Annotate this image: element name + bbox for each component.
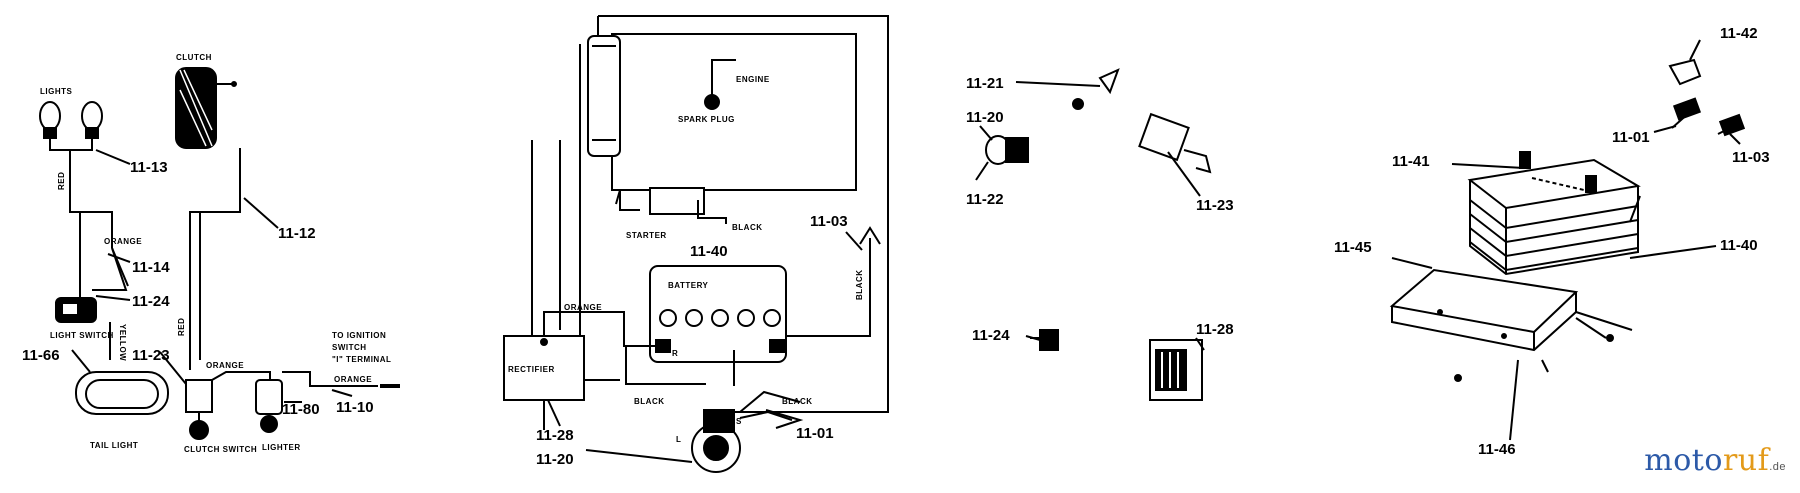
- callout-11-20-a: 11-20: [536, 451, 574, 468]
- callout-11-42: 11-42: [1720, 25, 1758, 42]
- lighter: [255, 379, 283, 433]
- label-to-ignition-1: TO IGNITION: [332, 331, 386, 340]
- engine-block: [587, 33, 857, 215]
- label-rectifier: RECTIFIER: [508, 365, 555, 374]
- label-letter-r: R: [672, 349, 678, 358]
- label-lights: LIGHTS: [40, 87, 72, 96]
- label-to-ignition-2: SWITCH: [332, 343, 367, 352]
- label-letter-l: L: [676, 435, 681, 444]
- label-orange-4: ORANGE: [564, 303, 602, 312]
- clutch-pulley: [175, 67, 237, 149]
- rectifier: [503, 335, 585, 401]
- callout-11-24-b: 11-24: [972, 327, 1010, 344]
- label-black-1: BLACK: [732, 223, 763, 232]
- callout-11-28-b: 11-28: [1196, 321, 1234, 338]
- callout-11-40-b: 11-40: [1720, 237, 1758, 254]
- callout-11-21: 11-21: [966, 75, 1004, 92]
- switch-part: [1138, 112, 1212, 174]
- label-orange-2: ORANGE: [206, 361, 244, 370]
- terminal-cap: [1668, 58, 1702, 86]
- battery-stack: [1467, 151, 1641, 276]
- callout-11-66: 11-66: [22, 347, 60, 364]
- callout-11-10: 11-10: [336, 399, 374, 416]
- light-switch: [55, 297, 97, 323]
- callout-11-80: 11-80: [282, 401, 320, 418]
- label-to-ignition-3: "I" TERMINAL: [332, 355, 391, 364]
- callout-11-28-a: 11-28: [536, 427, 574, 444]
- label-lighter: LIGHTER: [262, 443, 301, 452]
- label-engine: ENGINE: [736, 75, 770, 84]
- label-clutch-switch: CLUTCH SWITCH: [184, 445, 257, 454]
- label-light-switch: LIGHT SWITCH: [50, 331, 114, 340]
- callout-11-20-b: 11-20: [966, 109, 1004, 126]
- panel-lights-wiring: [39, 67, 400, 440]
- label-black-2: BLACK: [634, 397, 665, 406]
- callout-11-01-b: 11-01: [1612, 129, 1650, 146]
- callout-11-45: 11-45: [1334, 239, 1372, 256]
- panel-small-parts: [975, 68, 1212, 401]
- tail-light: [75, 371, 169, 415]
- callout-11-23-b: 11-23: [1196, 197, 1234, 214]
- label-tail-light: TAIL LIGHT: [90, 441, 138, 450]
- watermark-brand-b: ruf: [1722, 443, 1770, 478]
- label-clutch: CLUTCH: [176, 53, 212, 62]
- panel-engine-wiring: [503, 15, 889, 473]
- label-yellow: YELLOW: [118, 324, 127, 361]
- battery-tray: [1389, 268, 1579, 352]
- label-letter-s: S: [736, 417, 742, 426]
- label-red-1: RED: [57, 172, 66, 190]
- watermark-logo: motoruf.de: [1644, 443, 1786, 478]
- bulb-part: [1072, 68, 1120, 110]
- terminal-clamp-1: [1671, 97, 1702, 129]
- label-letter-b: B: [704, 421, 710, 430]
- label-orange-1: ORANGE: [104, 237, 142, 246]
- label-orange-3: ORANGE: [334, 375, 372, 384]
- callout-11-46: 11-46: [1478, 441, 1516, 458]
- callout-11-23-a: 11-23: [132, 347, 170, 364]
- callout-11-24-a: 11-24: [132, 293, 170, 310]
- label-starter: STARTER: [626, 231, 667, 240]
- watermark-brand-a: moto: [1644, 443, 1723, 478]
- rectifier-part: [1149, 339, 1203, 401]
- connector-part: [1030, 329, 1059, 351]
- socket-part: [985, 135, 1029, 165]
- callout-11-03-a: 11-03: [810, 213, 848, 230]
- callout-11-13: 11-13: [130, 159, 168, 176]
- callout-11-01-a: 11-01: [796, 425, 834, 442]
- label-black-4: BLACK: [855, 270, 864, 301]
- callout-11-12: 11-12: [278, 225, 316, 242]
- label-battery: BATTERY: [668, 281, 709, 290]
- label-red-2: RED: [177, 318, 186, 336]
- watermark-tld: .de: [1769, 461, 1786, 473]
- callout-11-22: 11-22: [966, 191, 1004, 208]
- callout-11-03-b: 11-03: [1732, 149, 1770, 166]
- clutch-switch: [185, 379, 213, 440]
- callout-11-40-a: 11-40: [690, 243, 728, 260]
- label-black-3: BLACK: [782, 397, 813, 406]
- callout-11-41: 11-41: [1392, 153, 1430, 170]
- terminal-clamp-2: [1717, 113, 1746, 137]
- ignition-switch: [691, 390, 801, 473]
- lights-bulbs: [39, 101, 103, 151]
- panel-battery-tray: [1389, 39, 1746, 441]
- callout-11-14: 11-14: [132, 259, 170, 276]
- label-spark-plug: SPARK PLUG: [678, 115, 735, 124]
